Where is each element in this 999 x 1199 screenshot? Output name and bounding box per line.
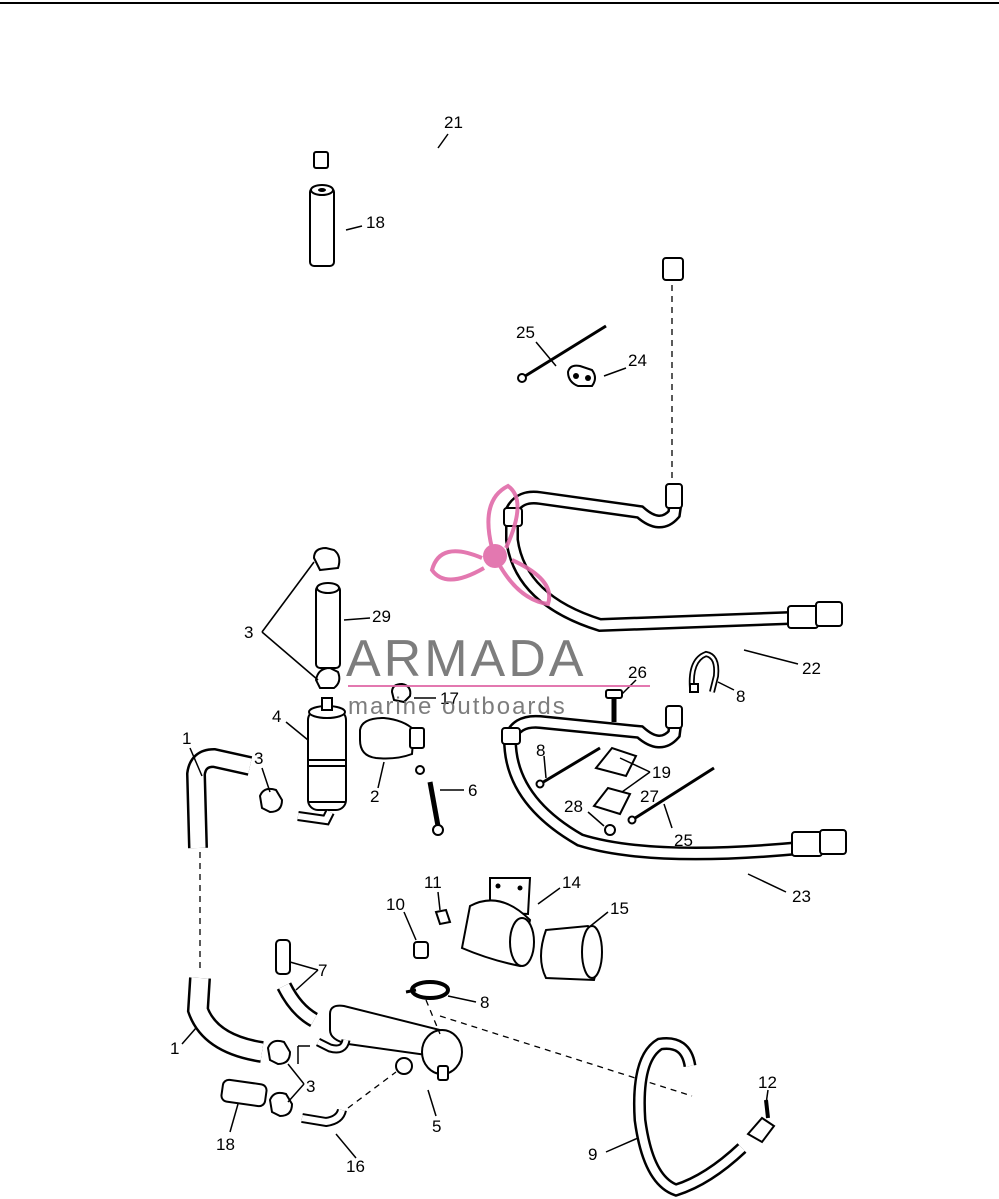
label-25-top: 25 bbox=[516, 323, 535, 342]
watermark-brand: ARMADA bbox=[346, 630, 586, 688]
part-12-fitting bbox=[746, 1099, 776, 1144]
label-8-bottom: 8 bbox=[480, 993, 489, 1012]
label-23: 23 bbox=[792, 887, 811, 906]
part-18-hose-bottom bbox=[220, 1078, 268, 1108]
part-3-clamp-top bbox=[312, 546, 341, 572]
label-2: 2 bbox=[370, 787, 379, 806]
part-8-cable-tie-mid bbox=[535, 746, 601, 789]
part-4-fuel-filter bbox=[297, 697, 347, 826]
label-16: 16 bbox=[346, 1157, 365, 1176]
part-3-clamps-bottom bbox=[266, 1039, 294, 1118]
label-12: 12 bbox=[758, 1073, 777, 1092]
leader-3a-bottom bbox=[261, 631, 319, 681]
leader-dash-16 bbox=[347, 1071, 397, 1109]
part-28-nut bbox=[604, 824, 616, 836]
part-7-hoses bbox=[275, 939, 319, 1027]
part-21-fuel-tube bbox=[313, 103, 684, 281]
label-14: 14 bbox=[562, 873, 581, 892]
part-19-clip bbox=[592, 746, 638, 816]
label-6: 6 bbox=[468, 781, 477, 800]
label-19: 19 bbox=[652, 763, 671, 782]
label-4: 4 bbox=[272, 707, 281, 726]
part-25-cable-tie bbox=[517, 324, 607, 383]
label-26: 26 bbox=[628, 663, 647, 682]
label-11: 11 bbox=[424, 873, 442, 892]
part-5-fuel-pump bbox=[315, 1004, 463, 1081]
label-8-right: 8 bbox=[736, 687, 745, 706]
part-17-grommet bbox=[390, 682, 412, 704]
part-15-sleeve bbox=[540, 924, 603, 982]
part-18-hose-top bbox=[309, 184, 335, 267]
part-1-hose-bottom bbox=[186, 977, 264, 1063]
label-27: 27 bbox=[640, 787, 659, 806]
label-7: 7 bbox=[318, 961, 327, 980]
label-5: 5 bbox=[432, 1117, 441, 1136]
label-9: 9 bbox=[588, 1145, 597, 1164]
leader-dash-9 bbox=[439, 1015, 693, 1097]
label-25-mid: 25 bbox=[674, 831, 693, 850]
label-3-bottom: 3 bbox=[306, 1077, 315, 1096]
part-11-bolt bbox=[434, 908, 452, 926]
label-1-top: 1 bbox=[182, 729, 191, 748]
part-8-clamp-bottom bbox=[405, 980, 450, 1000]
part-23-hose bbox=[501, 705, 847, 861]
watermark-tagline: marine outboards bbox=[348, 693, 567, 720]
label-17: 17 bbox=[440, 689, 459, 708]
label-10: 10 bbox=[386, 895, 405, 914]
label-3-mid: 3 bbox=[254, 749, 263, 768]
label-8-mid: 8 bbox=[536, 741, 545, 760]
part-2-bracket bbox=[359, 716, 425, 760]
label-29: 29 bbox=[372, 607, 391, 626]
part-10-cap bbox=[413, 941, 429, 959]
part-1-elbow-hose-top bbox=[185, 747, 253, 849]
label-21: 21 bbox=[444, 113, 463, 132]
part-27-25-tie bbox=[627, 766, 715, 825]
label-28: 28 bbox=[564, 797, 583, 816]
part-26-bolt bbox=[605, 689, 623, 722]
part-16-elbow bbox=[301, 1108, 347, 1128]
watermark-logo: ARMADA marine outboards bbox=[346, 483, 650, 720]
label-22: 22 bbox=[802, 659, 821, 678]
part-14-mount bbox=[460, 877, 535, 968]
label-3-top: 3 bbox=[244, 623, 253, 642]
part-6-stud bbox=[415, 765, 444, 836]
part-22-hose bbox=[503, 483, 843, 633]
propeller-icon bbox=[429, 483, 552, 607]
label-24: 24 bbox=[628, 351, 647, 370]
part-24-grommet bbox=[566, 364, 596, 387]
label-18-bottom: 18 bbox=[216, 1135, 235, 1154]
part-3-clamp-mid bbox=[258, 787, 284, 814]
label-1-bottom: 1 bbox=[170, 1039, 179, 1058]
label-15: 15 bbox=[610, 899, 629, 918]
part-9-hose-loop bbox=[632, 1036, 747, 1197]
leader-lines bbox=[181, 133, 799, 1159]
label-18-top: 18 bbox=[366, 213, 385, 232]
leader-3a-top bbox=[261, 561, 315, 633]
part-3-clamp-lower bbox=[314, 666, 341, 689]
part-8-clamp-right bbox=[688, 650, 720, 693]
part-29-hose bbox=[315, 582, 341, 669]
